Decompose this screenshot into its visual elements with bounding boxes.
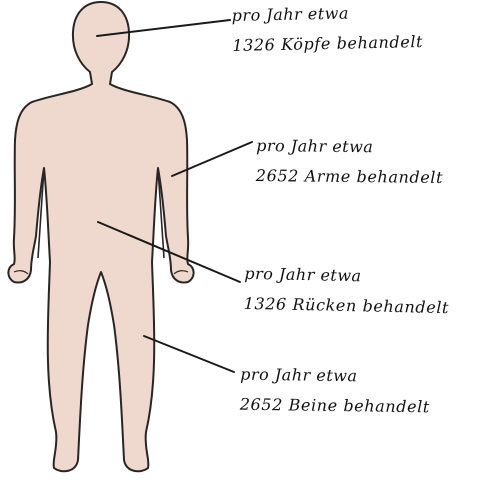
leader-line-beine [144, 336, 234, 372]
annotation-arme-line1: pro Jahr etwa [256, 138, 443, 156]
annotation-kopf-line1: pro Jahr etwa [232, 4, 423, 24]
annotation-beine: pro Jahr etwa 2652 Beine behandelt [240, 367, 431, 416]
annotation-beine-line1: pro Jahr etwa [240, 367, 430, 386]
annotation-ruecken-line1: pro Jahr etwa [244, 266, 450, 286]
annotation-arme: pro Jahr etwa 2652 Arme behandelt [256, 138, 444, 186]
annotation-ruecken-line2: 1326 Rücken behandelt [244, 296, 450, 316]
annotation-arme-line2: 2652 Arme behandelt [256, 168, 443, 186]
annotation-kopf: pro Jahr etwa 1326 Köpfe behandelt [232, 4, 424, 54]
annotation-kopf-line2: 1326 Köpfe behandelt [232, 34, 423, 54]
annotation-ruecken: pro Jahr etwa 1326 Rücken behandelt [244, 266, 450, 316]
annotation-beine-line2: 2652 Beine behandelt [240, 397, 430, 416]
body-silhouette [8, 2, 193, 471]
